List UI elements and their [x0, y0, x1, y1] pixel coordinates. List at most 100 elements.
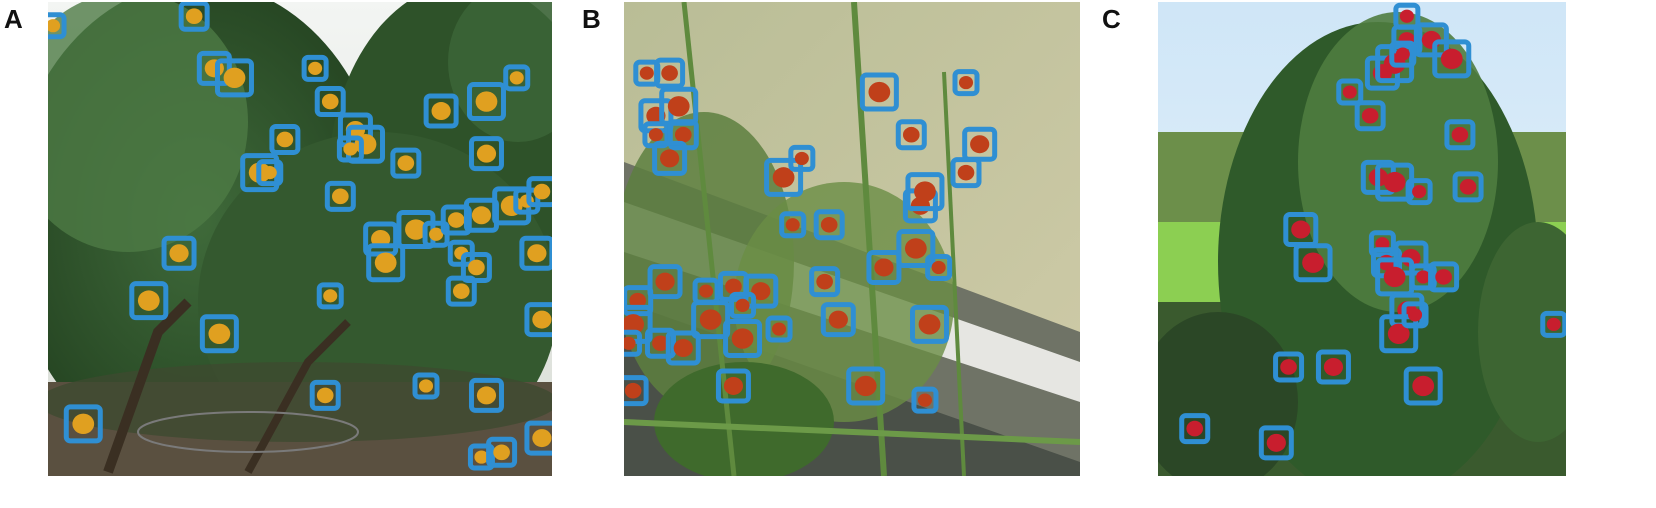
bounding-box [336, 135, 364, 163]
tomato-fruit [751, 282, 771, 301]
orange-fruit [316, 387, 334, 404]
tomato-fruit [918, 314, 941, 335]
bounding-box [366, 243, 406, 283]
detection-box [1389, 40, 1417, 68]
detection-box [129, 281, 169, 321]
apple-fruit [1459, 179, 1477, 195]
detection-box [1315, 349, 1351, 385]
bounding-box [1368, 230, 1396, 258]
orange-fruit [476, 144, 497, 163]
tomato-fruit [661, 65, 678, 81]
orange-fruit [533, 183, 551, 200]
detection-box [659, 86, 699, 126]
bounding-box [1403, 366, 1443, 406]
detection-box [63, 404, 103, 444]
tomato-fruit [725, 278, 742, 295]
detection-box [715, 368, 751, 404]
bounding-box [715, 368, 751, 404]
bounding-box [1336, 78, 1364, 106]
detection-box [524, 302, 552, 338]
bounding-box [910, 304, 950, 344]
panel-label-c: C [1102, 4, 1121, 34]
tomato-fruit [970, 135, 990, 154]
bounding-box [1405, 178, 1433, 206]
orange-fruit [474, 450, 489, 464]
detection-box [468, 136, 504, 172]
apple-fruit [1451, 126, 1469, 143]
bounding-box [624, 329, 643, 357]
apple-fruit [1375, 237, 1390, 251]
detection-box [178, 2, 210, 32]
detection-box [314, 86, 346, 118]
tomato-fruit [854, 375, 877, 397]
orange-fruit [72, 413, 95, 435]
bounding-box [1540, 310, 1566, 338]
tomato-fruit [652, 335, 669, 352]
orange-fruit [532, 429, 552, 448]
bounding-box [314, 86, 346, 118]
bounding-box [1432, 39, 1472, 79]
detection-box [214, 58, 254, 98]
orange-fruit [452, 283, 470, 299]
bounding-box [895, 119, 927, 151]
detection-box [895, 119, 927, 151]
bounding-box [624, 375, 649, 407]
detection-boxes-b [624, 57, 998, 414]
detection-box [624, 375, 649, 407]
detection-box [962, 126, 998, 162]
detection-box [467, 443, 495, 471]
detection-box [309, 379, 341, 411]
detection-box [1293, 243, 1333, 283]
bounding-box [269, 123, 301, 155]
bounding-box [445, 275, 477, 307]
detection-box [526, 176, 552, 208]
bounding-box [1452, 171, 1484, 203]
orange-fruit [431, 102, 451, 121]
bounding-box [324, 180, 356, 212]
bounding-box [503, 64, 531, 92]
detection-box [1409, 263, 1437, 291]
detection-box [647, 264, 683, 300]
orange-fruit [493, 444, 510, 461]
apple-fruit [1395, 47, 1410, 61]
bounding-box [196, 50, 232, 86]
apple-fruit [1387, 323, 1410, 344]
bounding-box [1258, 425, 1294, 461]
bounding-box [178, 2, 210, 32]
tomato-fruit [904, 238, 927, 259]
bounding-box [423, 93, 459, 129]
tomato-fruit [624, 382, 642, 399]
tomato-fruit [874, 258, 894, 277]
detection-box [1283, 212, 1319, 248]
apple-fruit [1291, 220, 1311, 239]
bounding-box [468, 377, 504, 413]
orange-fruit [405, 219, 427, 240]
bounding-box [1409, 263, 1437, 291]
detection-box [440, 204, 472, 236]
bounding-box [486, 436, 518, 468]
detection-box [846, 366, 886, 406]
bounding-box [654, 57, 686, 89]
detection-box [1354, 100, 1386, 132]
detection-box [1405, 178, 1433, 206]
panel-label-a: A [4, 4, 23, 34]
bounding-box [925, 253, 953, 281]
bounding-box [1293, 243, 1333, 283]
tomato-fruit [794, 151, 809, 166]
bounding-box [665, 330, 701, 366]
orange-fruit [468, 259, 485, 276]
bounding-box [1354, 100, 1386, 132]
bounding-box [624, 285, 654, 317]
orange-fruit [343, 142, 358, 156]
detection-box [911, 386, 939, 414]
bounding-box [809, 266, 841, 298]
tomato-fruit [648, 128, 663, 142]
bounding-box [647, 264, 683, 300]
detection-box [1273, 351, 1305, 383]
detection-box [1258, 425, 1294, 461]
tomato-fruit [914, 181, 936, 202]
photo-panel-b [624, 2, 1080, 476]
bounding-box [820, 302, 856, 338]
bounding-box [765, 315, 793, 343]
bounding-box [950, 157, 982, 189]
